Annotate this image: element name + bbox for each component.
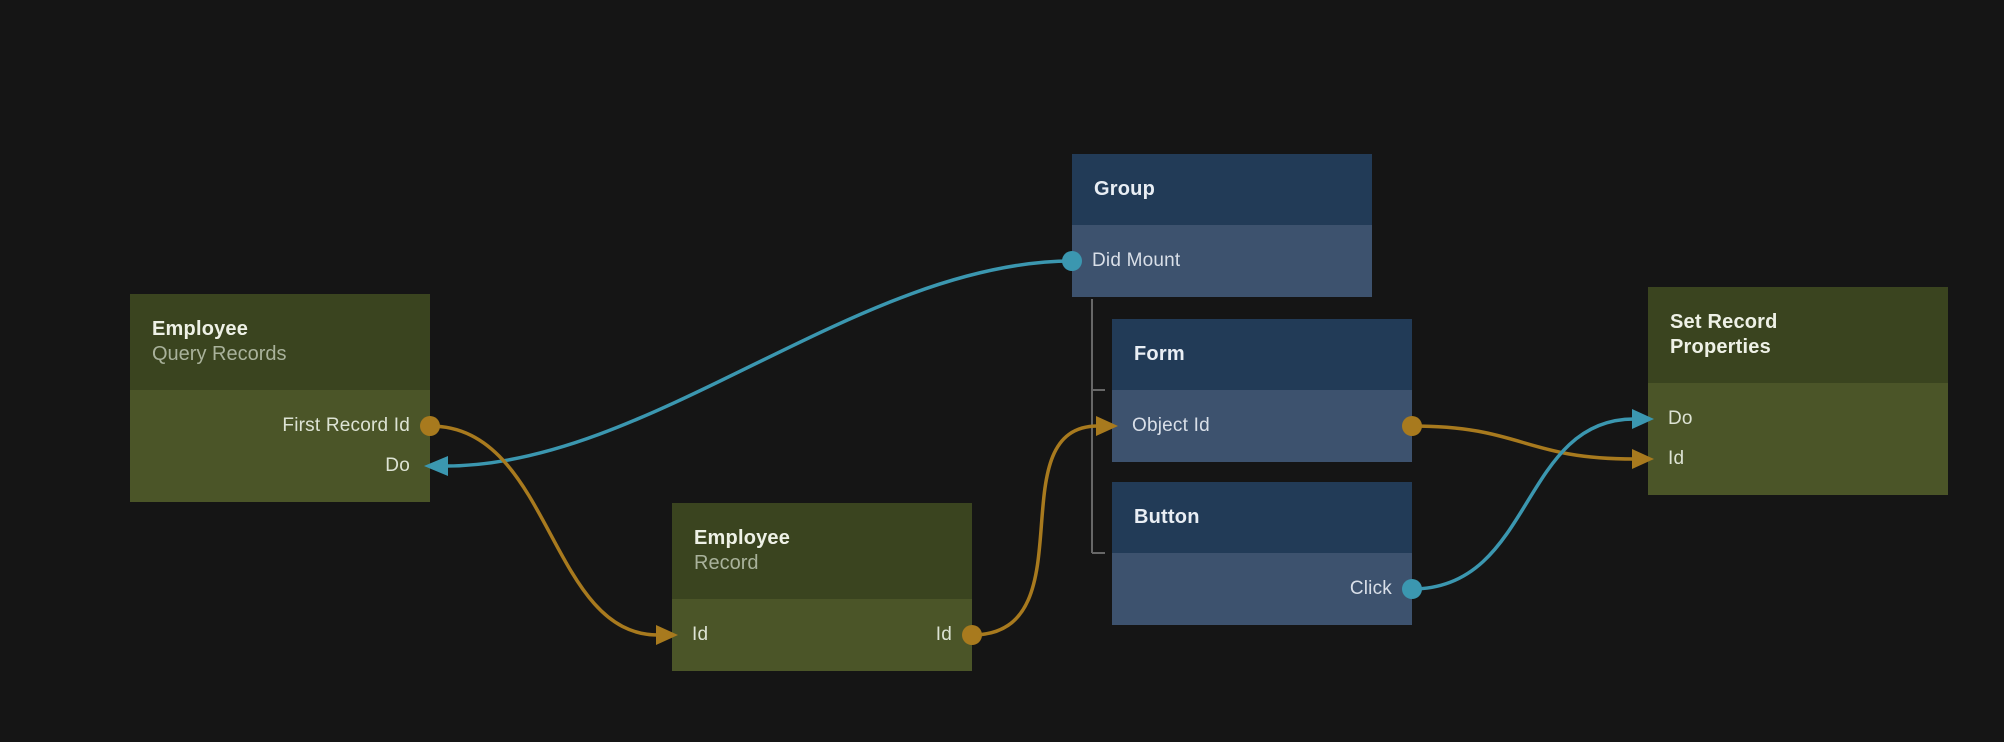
node-button[interactable]: Button Click: [1112, 482, 1412, 625]
node-body: Click: [1112, 553, 1412, 625]
port-id[interactable]: Id: [1648, 439, 1948, 479]
node-title: Employee: [694, 527, 791, 549]
node-form[interactable]: Form Object Id: [1112, 319, 1412, 462]
node-set-record-properties[interactable]: Set Record Properties Do Id: [1648, 287, 1948, 495]
port-label: Click: [1349, 578, 1392, 599]
node-header[interactable]: Employee Record: [672, 503, 972, 599]
wire-click-to-do[interactable]: [1411, 417, 1635, 591]
port-id-row[interactable]: Id Id: [672, 615, 972, 655]
node-header[interactable]: Button: [1112, 482, 1412, 553]
node-title: Form: [1134, 343, 1185, 365]
port-label: First Record Id: [282, 415, 410, 436]
node-group[interactable]: Group Did Mount: [1072, 154, 1372, 297]
port-id-input-label: Id: [692, 624, 709, 645]
node-subtitle: Record: [694, 552, 759, 574]
node-title: Group: [1094, 178, 1155, 200]
node-body: Object Id: [1112, 390, 1412, 462]
node-header[interactable]: Employee Query Records: [130, 294, 430, 390]
wire-objectid-to-id[interactable]: [1411, 424, 1635, 461]
port-label: Id: [1668, 448, 1685, 469]
port-do[interactable]: Do: [1648, 399, 1948, 439]
node-title: Set Record Properties: [1670, 311, 1778, 358]
node-header[interactable]: Form: [1112, 319, 1412, 390]
group-children-tree-line: [1091, 299, 1105, 554]
node-employee-query-records[interactable]: Employee Query Records First Record Id D…: [130, 294, 430, 502]
node-body: Id Id: [672, 599, 972, 671]
node-body: Do Id: [1648, 383, 1948, 495]
wire-firstrecordid-to-id[interactable]: [429, 424, 659, 637]
port-label: Did Mount: [1092, 250, 1181, 271]
port-click[interactable]: Click: [1112, 569, 1412, 609]
port-do[interactable]: Do: [130, 446, 430, 486]
node-header[interactable]: Set Record Properties: [1648, 287, 1948, 383]
node-title: Employee: [152, 318, 249, 340]
node-subtitle: Query Records: [152, 343, 287, 365]
node-body: Did Mount: [1072, 225, 1372, 297]
port-first-record-id[interactable]: First Record Id: [130, 406, 430, 446]
node-title: Button: [1134, 506, 1200, 528]
port-label: Do: [1668, 408, 1693, 429]
wire-recordid-to-objectid[interactable]: [971, 424, 1099, 637]
wire-didmount-to-do[interactable]: [445, 259, 1073, 468]
port-label: Do: [385, 455, 410, 476]
node-employee-record[interactable]: Employee Record Id Id: [672, 503, 972, 671]
port-object-id[interactable]: Object Id: [1112, 406, 1412, 446]
node-body: First Record Id Do: [130, 390, 430, 502]
port-did-mount[interactable]: Did Mount: [1072, 241, 1372, 281]
port-label: Object Id: [1132, 415, 1210, 436]
port-id-output-label: Id: [935, 624, 952, 645]
node-header[interactable]: Group: [1072, 154, 1372, 225]
